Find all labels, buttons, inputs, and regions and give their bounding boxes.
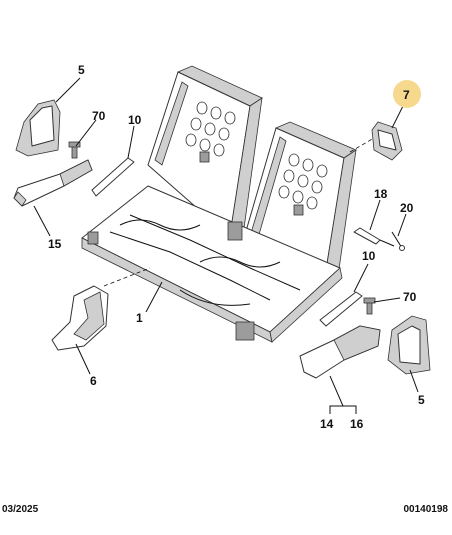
- callout-18: 18: [374, 187, 388, 201]
- trim-strip-upper: [91, 157, 135, 197]
- callout-1: 1: [136, 311, 143, 325]
- side-cover-top-left: [15, 99, 61, 157]
- side-cover-lower-right: [387, 315, 431, 375]
- callout-5-lower: 5: [418, 393, 425, 407]
- callout-20: 20: [400, 201, 414, 215]
- callout-7-highlight: [393, 80, 421, 108]
- assembly-line-latch: [349, 137, 375, 153]
- screw-top: [68, 141, 81, 159]
- callout-7: 7: [403, 88, 410, 102]
- rod-20: [391, 231, 405, 251]
- cable-18: [353, 227, 395, 247]
- latch-top-right: [371, 121, 403, 161]
- callout-16: 16: [350, 417, 364, 431]
- assembly-line-lower-left: [103, 267, 151, 287]
- bracket-lower-right: [299, 325, 381, 379]
- bracket-left: [13, 159, 93, 207]
- side-cover-lower-left: [51, 285, 109, 351]
- callout-10-top: 10: [128, 113, 142, 127]
- trim-strip-lower: [319, 291, 363, 327]
- seat-back-frame-left: [147, 65, 263, 231]
- seat-base-frame: [81, 185, 343, 343]
- callout-15: 15: [48, 237, 62, 251]
- screw-lower: [363, 297, 376, 315]
- callout-70-lower: 70: [403, 290, 417, 304]
- callout-10-lower: 10: [362, 249, 376, 263]
- callout-5-top: 5: [78, 63, 85, 77]
- footer-reference: 00140198: [403, 504, 449, 515]
- leader-lines: [33, 77, 419, 414]
- callout-6: 6: [90, 374, 97, 388]
- callout-14: 14: [320, 417, 334, 431]
- footer-date: 03/2025: [2, 504, 39, 515]
- callout-70-top: 70: [92, 109, 106, 123]
